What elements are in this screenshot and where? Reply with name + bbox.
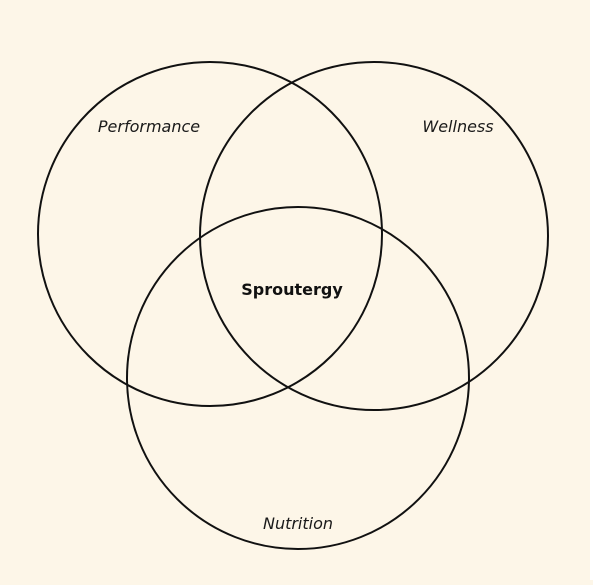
right-edge-strip [590, 0, 593, 580]
label-nutrition: Nutrition [263, 514, 333, 533]
label-center: Sproutergy [241, 280, 343, 299]
circle-performance [37, 61, 383, 407]
circle-wellness [199, 61, 549, 411]
circle-nutrition [126, 206, 470, 550]
label-performance: Performance [98, 117, 200, 136]
label-wellness: Wellness [422, 117, 493, 136]
